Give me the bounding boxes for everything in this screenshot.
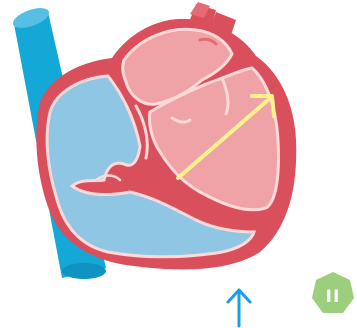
stage-badge: II	[312, 272, 354, 313]
heart-icon	[36, 19, 296, 270]
badge-label: II	[326, 287, 341, 307]
arrow-up-icon	[228, 290, 250, 326]
